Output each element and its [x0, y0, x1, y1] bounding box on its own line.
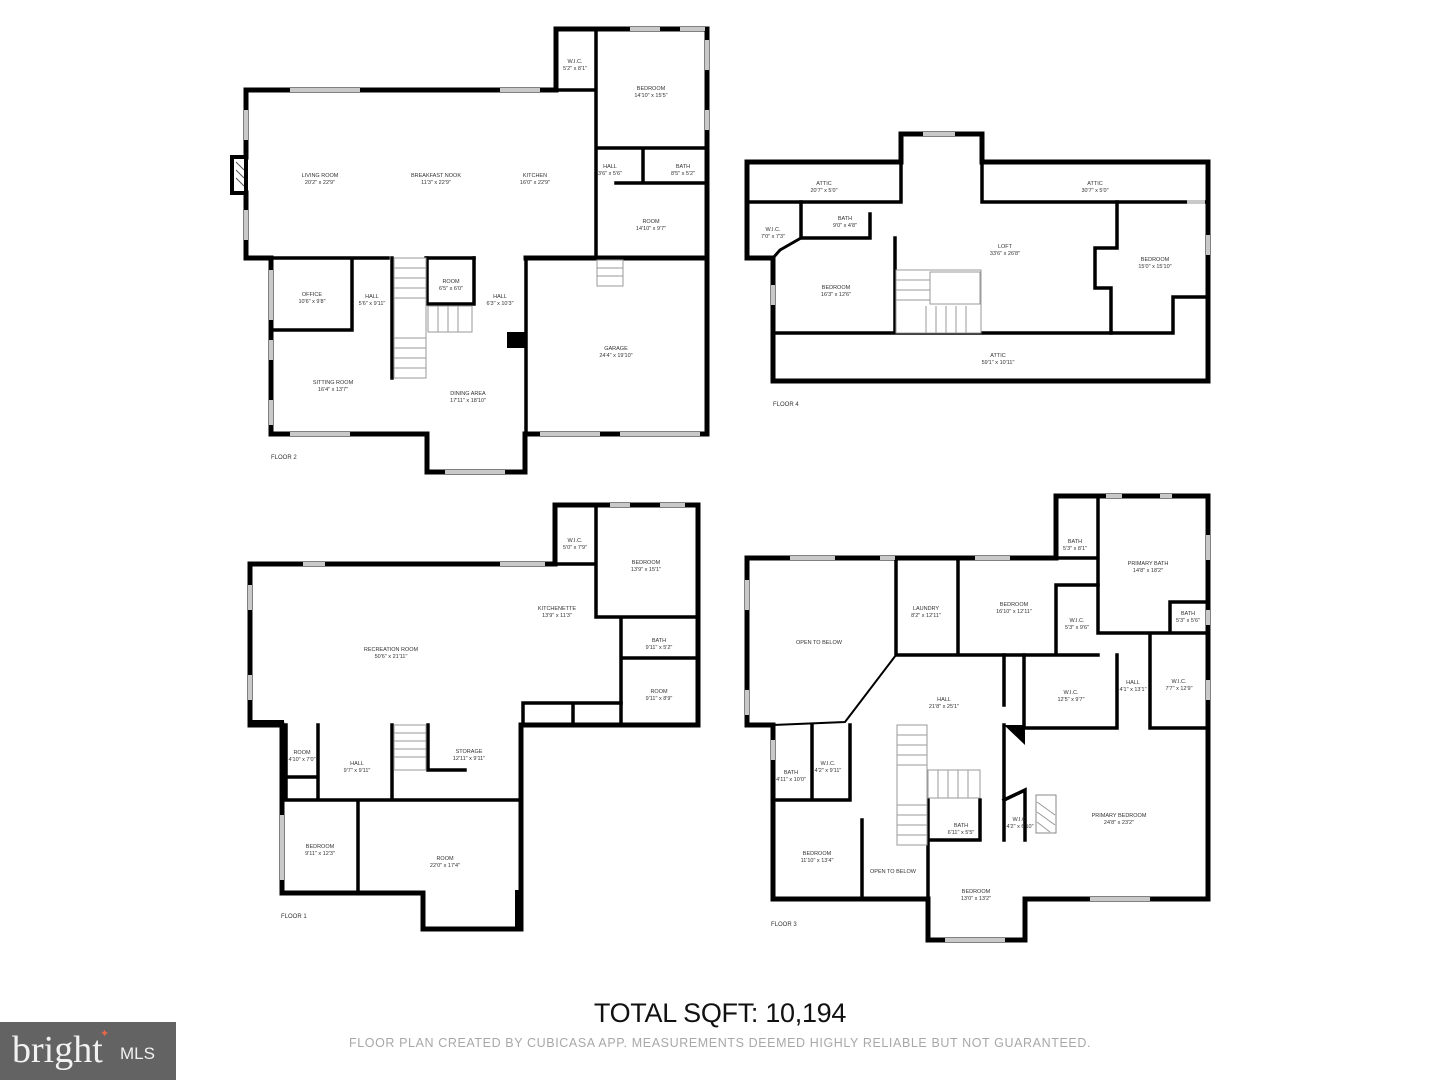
total-sqft: TOTAL SQFT: 10,194	[593, 998, 847, 1028]
floor-label: FLOOR 1	[281, 914, 307, 920]
room-label: OPEN TO BELOW	[796, 640, 843, 646]
room-label: W.I.C.7'7" x 12'9"	[1165, 679, 1192, 692]
floor-label: FLOOR 4	[773, 402, 799, 408]
room-label: W.I.C.4'2" x 6'10"	[1006, 817, 1033, 830]
room-label: W.I.C.7'0" x 7'3"	[761, 227, 785, 240]
logo-wordmark: bright	[12, 1029, 103, 1071]
room-label: W.I.C.5'3" x 9'6"	[1065, 618, 1089, 631]
room-label: W.I.C.5'2" x 8'1"	[563, 59, 587, 72]
bright-mls-logo: bright ✦ MLS	[0, 1022, 176, 1080]
logo-spark-icon: ✦	[100, 1028, 110, 1040]
room-label: OPEN TO BELOW	[870, 869, 917, 875]
room-label: W.I.C.12'5" x 9'7"	[1057, 690, 1084, 703]
disclaimer-text: FLOOR PLAN CREATED BY CUBICASA APP. MEAS…	[348, 1036, 1092, 1050]
floor-label: FLOOR 3	[771, 922, 797, 928]
room-label: W.I.C.5'0" x 7'9"	[563, 538, 587, 551]
floor-label: FLOOR 2	[271, 455, 297, 461]
room-label: W.I.C.4'2" x 9'11"	[815, 761, 842, 774]
logo-mls: MLS	[120, 1044, 155, 1063]
